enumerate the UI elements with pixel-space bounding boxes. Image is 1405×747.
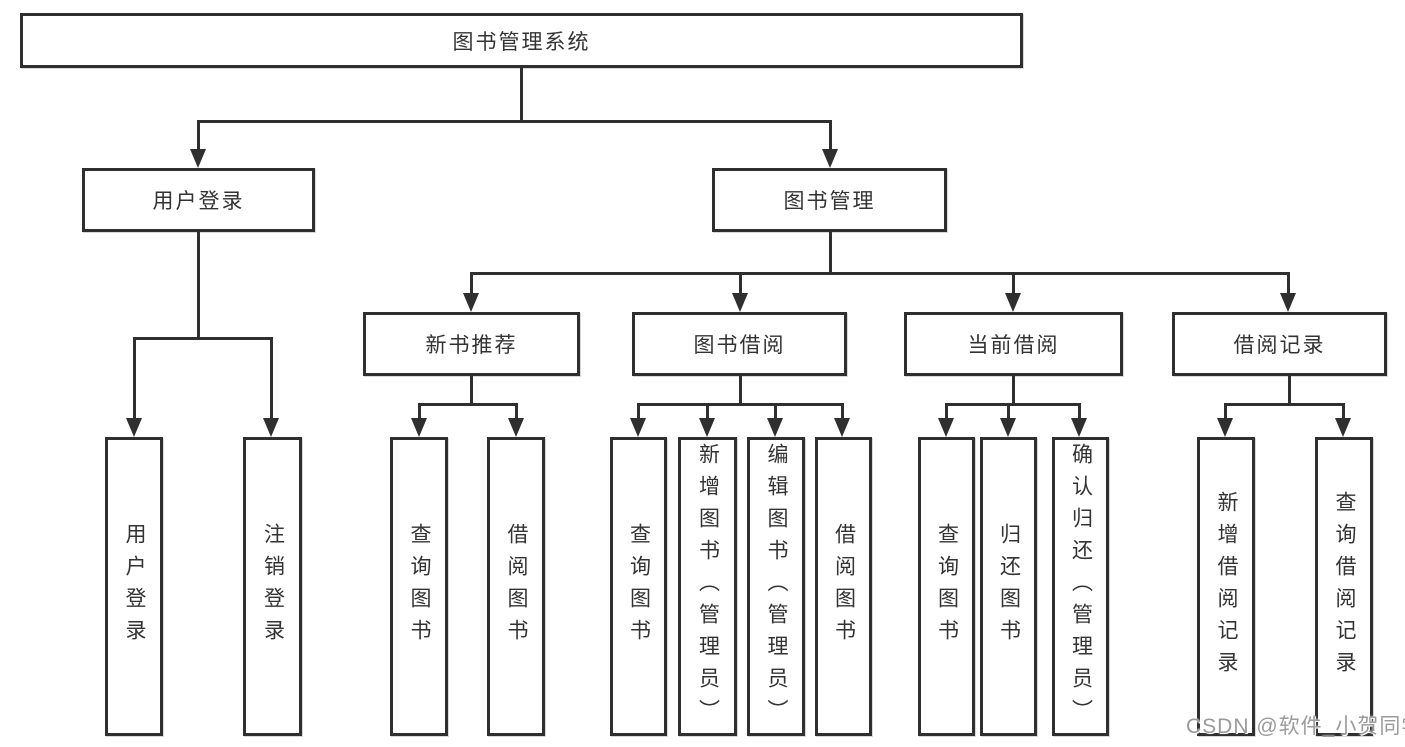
connector-root-trunk <box>520 68 523 120</box>
node-new-book: 新书推荐 <box>363 312 580 376</box>
leaf-current-query: 查询图书 <box>918 437 975 736</box>
leaf-borrow-query: 查询图书 <box>610 437 667 736</box>
connector-borrow-record-bar <box>1224 403 1345 406</box>
arrowhead-icon <box>463 293 479 312</box>
arrowhead-icon <box>1005 293 1021 312</box>
leaf-borrow-query-label: 查询图书 <box>627 522 651 651</box>
leaf-current-query-label: 查询图书 <box>935 522 959 651</box>
connector-book-borrow-trunk <box>739 376 742 403</box>
leaf-new-book-borrow-label: 借阅图书 <box>505 522 528 651</box>
connector-user-login-trunk <box>197 232 200 337</box>
node-borrow-record-label: 借阅记录 <box>1233 334 1326 357</box>
connector-level3-bar <box>470 272 1290 275</box>
arrowhead-icon <box>767 418 783 437</box>
connector-stem <box>133 337 136 418</box>
arrowhead-icon <box>834 418 850 437</box>
connector-stem <box>1342 403 1345 419</box>
leaf-record-query: 查询借阅记录 <box>1315 437 1373 736</box>
leaf-user-login: 用户登录 <box>105 437 163 736</box>
node-user-login: 用户登录 <box>82 168 315 232</box>
leaf-borrow-edit-label: 编辑图书（管理员） <box>765 442 788 731</box>
arrowhead-icon <box>1071 418 1087 437</box>
connector-stem <box>1012 272 1015 294</box>
connector-stem <box>841 403 844 419</box>
connector-borrow-record-trunk <box>1288 376 1291 403</box>
leaf-new-book-query-label: 查询图书 <box>408 522 431 651</box>
connector-level2-bar <box>197 120 832 123</box>
leaf-borrow-edit: 编辑图书（管理员） <box>747 437 805 736</box>
node-root: 图书管理系统 <box>20 13 1023 68</box>
leaf-current-return: 归还图书 <box>980 437 1037 736</box>
arrowhead-icon <box>508 418 524 437</box>
arrowhead-icon <box>190 149 206 168</box>
connector-stem <box>637 403 640 419</box>
leaf-user-login-label: 用户登录 <box>123 522 146 651</box>
arrowhead-icon <box>263 418 279 437</box>
leaf-record-add: 新增借阅记录 <box>1197 437 1255 736</box>
connector-stem <box>197 120 200 150</box>
arrowhead-icon <box>732 293 748 312</box>
leaf-logout: 注销登录 <box>243 437 302 736</box>
connector-stem <box>1287 272 1290 294</box>
connector-stem <box>829 120 832 150</box>
node-current-borrow-label: 当前借阅 <box>967 334 1060 357</box>
node-user-login-label: 用户登录 <box>152 190 245 213</box>
node-book-mgmt: 图书管理 <box>712 168 947 232</box>
leaf-borrow-add-label: 新增图书（管理员） <box>696 442 720 731</box>
connector-current-borrow-trunk <box>1012 376 1015 403</box>
connector-book-mgmt-trunk <box>829 232 832 272</box>
node-root-label: 图书管理系统 <box>452 30 591 54</box>
arrowhead-icon <box>630 418 646 437</box>
leaf-new-book-query: 查询图书 <box>390 437 448 736</box>
arrowhead-icon <box>1280 293 1296 312</box>
connector-new-book-trunk <box>470 376 473 403</box>
connector-user-login-bar <box>133 337 273 340</box>
connector-stem <box>739 272 742 294</box>
connector-current-borrow-bar <box>945 403 1081 406</box>
leaf-record-add-label: 新增借阅记录 <box>1215 490 1238 683</box>
leaf-record-query-label: 查询借阅记录 <box>1333 490 1356 683</box>
connector-stem <box>1078 403 1081 419</box>
connector-stem <box>1007 403 1010 419</box>
arrowhead-icon <box>1000 418 1016 437</box>
leaf-current-confirm: 确认归还（管理员） <box>1052 437 1109 736</box>
node-book-mgmt-label: 图书管理 <box>783 190 876 213</box>
leaf-borrow-borrow: 借阅图书 <box>815 437 872 736</box>
connector-stem <box>418 403 421 419</box>
connector-stem <box>515 403 518 419</box>
leaf-new-book-borrow: 借阅图书 <box>487 437 545 736</box>
node-borrow-record: 借阅记录 <box>1172 312 1387 376</box>
connector-stem <box>470 272 473 294</box>
arrowhead-icon <box>411 418 427 437</box>
connector-book-borrow-bar <box>637 403 844 406</box>
arrowhead-icon <box>1217 418 1233 437</box>
leaf-borrow-add: 新增图书（管理员） <box>678 437 737 736</box>
arrowhead-icon <box>938 418 954 437</box>
arrowhead-icon <box>1335 418 1351 437</box>
node-current-borrow: 当前借阅 <box>904 312 1123 376</box>
node-new-book-label: 新书推荐 <box>425 334 518 357</box>
leaf-logout-label: 注销登录 <box>261 522 285 651</box>
arrowhead-icon <box>822 149 838 168</box>
node-book-borrow: 图书借阅 <box>632 312 847 376</box>
leaf-borrow-borrow-label: 借阅图书 <box>832 522 856 651</box>
connector-new-book-bar <box>418 403 518 406</box>
connector-stem <box>1224 403 1227 419</box>
connector-stem <box>270 337 273 418</box>
leaf-current-confirm-label: 确认归还（管理员） <box>1069 442 1093 731</box>
connector-stem <box>706 403 709 419</box>
connector-stem <box>945 403 948 419</box>
arrowhead-icon <box>699 418 715 437</box>
csdn-watermark: CSDN @软件_小贺同学 <box>1186 715 1405 738</box>
node-book-borrow-label: 图书借阅 <box>693 334 786 357</box>
arrowhead-icon <box>126 418 142 437</box>
leaf-current-return-label: 归还图书 <box>997 522 1021 651</box>
connector-stem <box>774 403 777 419</box>
